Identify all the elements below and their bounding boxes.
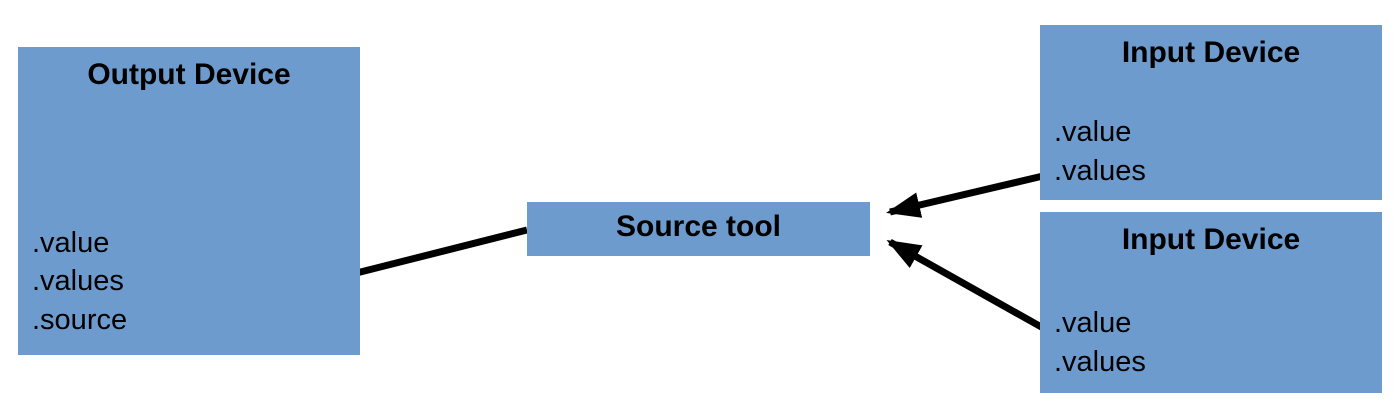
node-input-device-bottom: Input Device .value .values [1040, 212, 1382, 393]
field-value: .value [32, 227, 110, 260]
arrow-input-top-to-source [886, 172, 1044, 218]
field-source: .source [32, 303, 128, 336]
input-device-bottom-fields: .value .values [1054, 304, 1146, 381]
field-values: .values [32, 265, 124, 298]
source-tool-title: Source tool [615, 210, 781, 243]
input-device-top-fields: .value .values [1054, 113, 1146, 190]
field-values: .values [1054, 345, 1146, 378]
field-value: .value [1054, 307, 1132, 340]
node-source-tool: Source tool [527, 202, 870, 256]
arrow-input-bottom-to-source [886, 238, 1054, 337]
output-device-fields: .value .values .source [32, 224, 127, 339]
node-output-device: Output Device .value .values .source [18, 47, 360, 355]
input-device-bottom-title: Input Device [1121, 223, 1301, 256]
node-input-device-top: Input Device .value .values [1040, 25, 1382, 200]
input-device-top-title: Input Device [1121, 36, 1301, 69]
output-device-title: Output Device [87, 58, 291, 91]
field-values: .values [1054, 154, 1146, 187]
field-value: .value [1054, 116, 1132, 149]
